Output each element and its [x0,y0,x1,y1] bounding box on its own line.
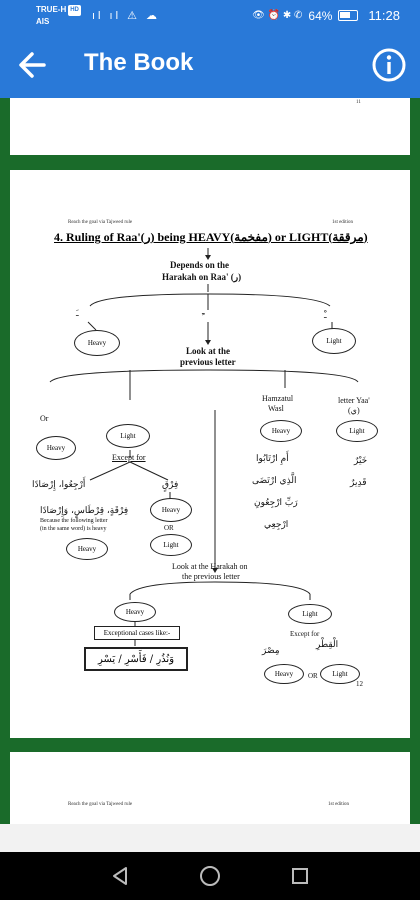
light-oval-bottom: Light [320,664,360,684]
light-oval-top: Light [312,328,356,354]
light-oval-or: Light [150,534,192,556]
arabic-example-9: قَدِيرٌ [350,478,367,488]
light-oval-lower: Light [288,604,332,624]
page-title: The Book [84,49,194,76]
depends-label-2: Harakah on Raa' (ر) [162,272,242,282]
light-oval-yaa: Light [336,420,378,442]
nav-back-triangle-icon [113,867,127,885]
heavy-oval-top: Heavy [74,330,120,356]
hamzatul-2: Wasl [268,404,284,413]
nav-home-button[interactable] [198,864,222,888]
battery-icon [338,10,359,21]
arabic-example-3: فِرْقٍ [162,480,179,490]
fathah-mark: ـَ [76,308,79,318]
carrier-name-1: TRUE-H [36,5,67,14]
arrow-left-icon [19,52,46,78]
heavy-oval-because: Heavy [66,538,108,560]
arabic-example-4: أَمِ ارْتَابُوا [256,454,289,464]
info-button[interactable] [370,46,408,84]
or-label: Or [40,414,49,423]
page-header-left: Reach the goal via Tajweed rule [68,220,133,225]
page-header-left-bottom: Reach the goal via Tajweed rule [68,802,133,807]
battery-percent: 64% [308,8,333,23]
heavy-oval-left: Heavy [36,436,76,460]
because-1: Because the following letter [40,518,108,524]
carrier-name-2: AIS [36,17,50,26]
hamzatul-1: Hamzatul [262,394,294,403]
sukun-mark: ـْ [324,310,327,320]
letter-yaa-2: (ي) [348,406,360,415]
arabic-example-8: خَيْرٌ [354,456,368,466]
because-2: (in the same word) is heavy [40,526,107,532]
rule-title: 4. Ruling of Raa'(ر) being HEAVY(مفخمة) … [54,230,368,244]
page-number-11: 11 [356,100,361,105]
arabic-example-11: مِصْرَ [262,646,280,656]
light-oval-mid: Light [106,424,150,448]
system-nav-bar [0,852,420,900]
book-page-12[interactable]: Reach the goal via Tajweed rule 1st edit… [10,170,410,738]
look-harakah-2: the previous letter [182,572,240,581]
signal-icons: ıl ıl ⚠ ☁ [92,10,161,22]
arabic-example-2: فِرْقَةٍ، قِرْطَاسٍ، وَإِرْصَادًا [40,506,129,516]
clock: 11:28 [368,8,400,23]
arabic-example-5: الَّذِي ارْتَضَى [252,476,297,486]
book-page-11[interactable]: 11 [10,98,410,155]
nav-back-button[interactable] [108,864,132,888]
info-circle-icon [372,48,406,82]
page-number-12: 12 [356,680,363,688]
look-prev-1: Look at the [186,346,231,356]
kasrah-mark: ـِ [202,306,205,316]
except-for-label: Except for [112,453,146,462]
app-bar: The Book [0,32,420,98]
exceptional-examples-box: وَنُذُرِ / فَأَسْرِ / يَسْرِ [84,647,188,671]
exceptional-box: Exceptional cases like:- [94,626,180,640]
except-for-lower: Except for [290,630,320,638]
look-harakah-1: Look at the Harakah on [172,562,248,571]
arabic-example-1: أَرْجِعُوا، إِرْصَادًا [32,480,86,490]
status-system-icons: 👁 ⏰ ✱ ✆ [252,10,303,21]
page-header-right: 1st edition [332,220,353,225]
heavy-oval-lower: Heavy [114,602,156,622]
heavy-oval-bottom: Heavy [264,664,304,684]
arabic-example-6: رَبِّ ارْجِعُونِ [254,498,298,508]
book-page-13[interactable]: Reach the goal via Tajweed rule 1st edit… [10,752,410,824]
nav-home-circle-icon [200,866,220,886]
letter-yaa-1: letter Yaa' [338,396,370,405]
heavy-oval-or: Heavy [150,498,192,522]
nav-recents-square-icon [292,868,308,884]
depends-label-1: Depends on the [170,260,230,270]
arabic-example-7: ارْجِعِي [264,520,289,530]
or-small-1: OR [164,524,174,532]
back-button[interactable] [14,46,52,84]
heavy-oval-hamza: Heavy [260,420,302,442]
status-right: 👁 ⏰ ✱ ✆ 64% 11:28 [252,8,400,23]
page-header-right-bottom: 1st edition [328,802,349,807]
or-small-2: OR [308,672,318,680]
bottom-strip [0,824,420,852]
nav-recents-button[interactable] [288,864,312,888]
look-prev-2: previous letter [180,357,236,367]
hd-badge: HD [68,5,81,16]
arabic-example-10: الْقِطْرِ [316,640,339,650]
diagram-lines [49,248,359,646]
